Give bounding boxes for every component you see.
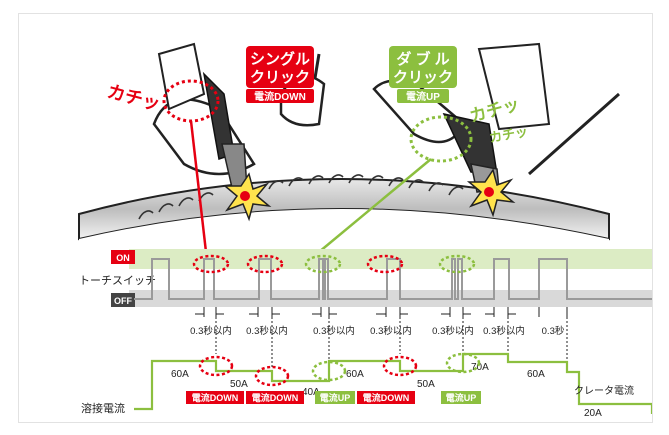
level-60a-1: 60A	[171, 369, 189, 380]
weld-workpiece	[78, 174, 610, 246]
badge-up-2: 電流UP	[446, 392, 477, 403]
interval-label-3: 0.3秒以内	[313, 325, 355, 337]
level-70a: 70A	[471, 362, 489, 373]
switch-signal	[134, 258, 652, 300]
badge-down-3: 電流DOWN	[363, 392, 410, 403]
up-mark-1	[311, 360, 347, 382]
on-label: ON	[116, 253, 130, 263]
level-20a: 20A	[584, 408, 602, 419]
level-60a-3: 60A	[527, 369, 545, 380]
down-mark-1	[198, 355, 234, 377]
down-mark-3	[382, 355, 418, 377]
badge-down-1: 電流DOWN	[192, 392, 239, 403]
double-click-line1: ダ ブ ル	[396, 50, 449, 68]
badge-up-1: 電流UP	[320, 392, 351, 403]
interval-label-2: 0.3秒以内	[246, 325, 288, 337]
interval-label-6: 0.3秒以内	[483, 325, 525, 337]
crater-current-label: クレータ電流	[574, 384, 634, 397]
double-click-callout: ダ ブ ル クリック 電流UP	[389, 46, 457, 103]
leader-line-green	[318, 158, 432, 253]
click-sound-left: カチッ	[105, 81, 162, 114]
single-click-mark-1	[192, 254, 230, 274]
double-click-line2: クリック	[393, 69, 453, 86]
single-click-callout: シングル クリック 電流DOWN	[246, 46, 314, 103]
level-50a-2: 50A	[417, 379, 435, 390]
double-click-mark-1	[304, 254, 342, 274]
double-click-mark-2	[438, 254, 476, 274]
weld-current-chart: 溶接電流 60A 50A 40A 60A 50A 70A 60A 20A クレー…	[81, 352, 652, 419]
diagram-frame: シングル クリック 電流DOWN ダ ブ ル クリック 電流UP カチッ カチッ…	[18, 13, 653, 423]
current-chart-title: 溶接電流	[81, 401, 125, 415]
torch-switch-ring-right	[409, 115, 473, 163]
level-40a: 40A	[302, 387, 320, 398]
interval-label-7: 0.3秒	[542, 325, 565, 337]
torch-switch-chart: ON OFF トーチスイッチ	[79, 249, 652, 379]
down-mark-2	[254, 365, 290, 387]
up-mark-2	[445, 352, 481, 374]
click-sound-right-2: カチッ	[488, 124, 529, 146]
off-label: OFF	[114, 296, 132, 306]
welding-diagram: シングル クリック 電流DOWN ダ ブ ル クリック 電流UP カチッ カチッ…	[78, 42, 652, 419]
single-click-mark-3	[366, 254, 404, 274]
single-click-line1: シングル	[250, 50, 310, 68]
single-click-mark-2	[246, 254, 284, 274]
interval-label-5: 0.3秒以内	[432, 325, 474, 337]
level-50a-1: 50A	[230, 379, 248, 390]
single-click-line2: クリック	[250, 69, 310, 86]
current-line	[134, 352, 652, 414]
level-60a-2: 60A	[346, 369, 364, 380]
single-click-sub: 電流DOWN	[254, 90, 306, 103]
double-click-sub: 電流UP	[406, 90, 440, 103]
interval-label-4: 0.3秒以内	[370, 325, 412, 337]
interval-label-1: 0.3秒以内	[190, 325, 232, 337]
badge-down-2: 電流DOWN	[252, 392, 299, 403]
leader-line-red	[189, 120, 208, 253]
current-badges: 電流DOWN 電流DOWN 電流UP 電流DOWN 電流UP	[186, 391, 481, 404]
switch-chart-title: トーチスイッチ	[79, 274, 156, 287]
